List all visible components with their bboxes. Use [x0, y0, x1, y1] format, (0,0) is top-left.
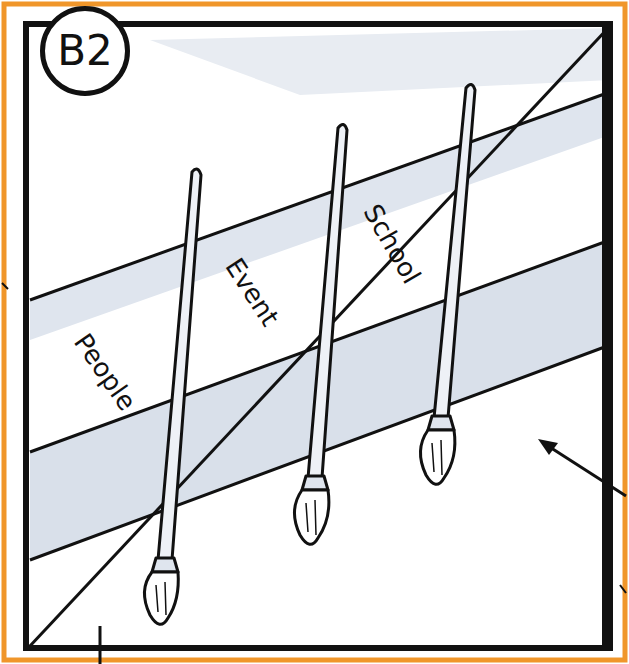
pointer-arrow — [545, 444, 626, 496]
paintbrush — [144, 84, 475, 624]
badge-text: B2 — [57, 30, 113, 72]
band-edge — [30, 92, 610, 300]
wall-shade — [150, 28, 610, 95]
arrow-head — [538, 439, 558, 455]
panel-badge: B2 — [40, 6, 130, 96]
tick-mark — [2, 283, 8, 289]
frame-shadow — [602, 24, 612, 648]
tick-mark — [620, 585, 626, 593]
orange-border — [4, 4, 625, 660]
black-frame — [26, 24, 610, 648]
corner-line — [30, 26, 610, 646]
leader-line — [99, 626, 102, 664]
